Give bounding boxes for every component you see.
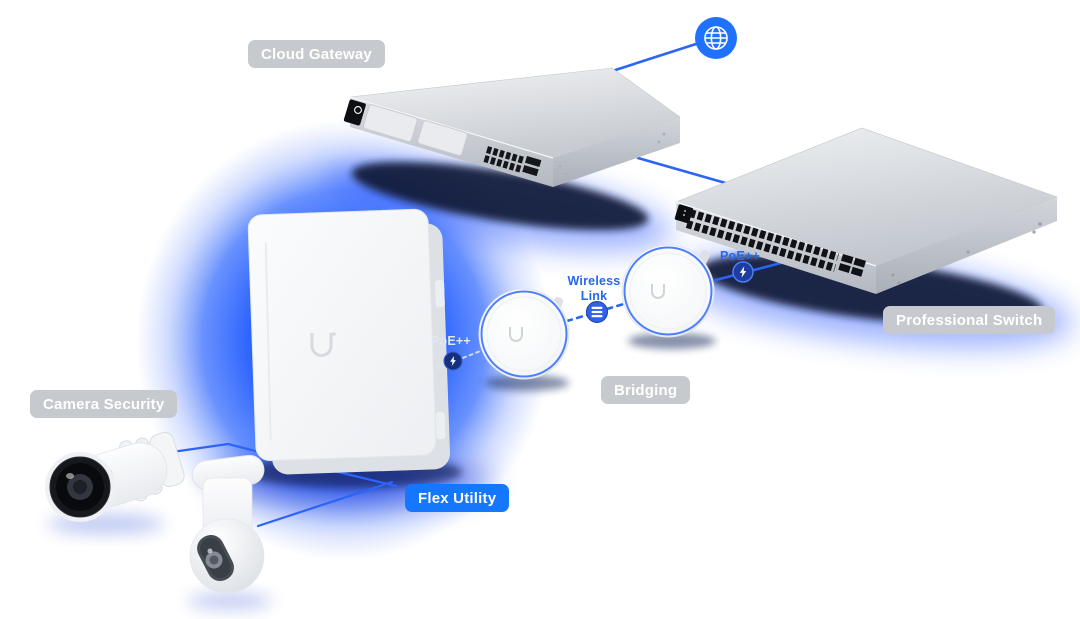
wireless-link-annotation: Wireless Link — [567, 274, 621, 303]
ptz-camera — [189, 454, 265, 594]
label-flex-utility[interactable]: Flex Utility — [405, 484, 510, 512]
label-professional-switch[interactable]: Professional Switch — [883, 306, 1056, 334]
label-bridging[interactable]: Bridging — [601, 376, 691, 404]
cloud-gateway-device — [343, 67, 681, 187]
poe-annotation-flex: PoE++ — [431, 334, 471, 348]
label-camera-security[interactable]: Camera Security — [30, 390, 178, 418]
poe-annotation-switch: PoE++ — [720, 249, 760, 263]
poe-bolt-icon-switch — [732, 261, 754, 283]
poe-bolt-icon-flex — [443, 351, 463, 371]
flex-utility-device — [247, 208, 451, 475]
wireless-bridge-left — [478, 288, 570, 380]
wireless-bridge-right — [621, 244, 715, 338]
bullet-camera — [45, 431, 185, 522]
connection-lines — [170, 42, 802, 528]
label-cloud-gateway[interactable]: Cloud Gateway — [248, 40, 385, 68]
wireless-signal-icon — [586, 301, 608, 323]
line-ptz-camera-to-flex — [256, 480, 394, 528]
globe-icon — [695, 17, 737, 59]
line-gateway-to-switch — [636, 156, 731, 186]
professional-switch-device — [674, 127, 1058, 294]
